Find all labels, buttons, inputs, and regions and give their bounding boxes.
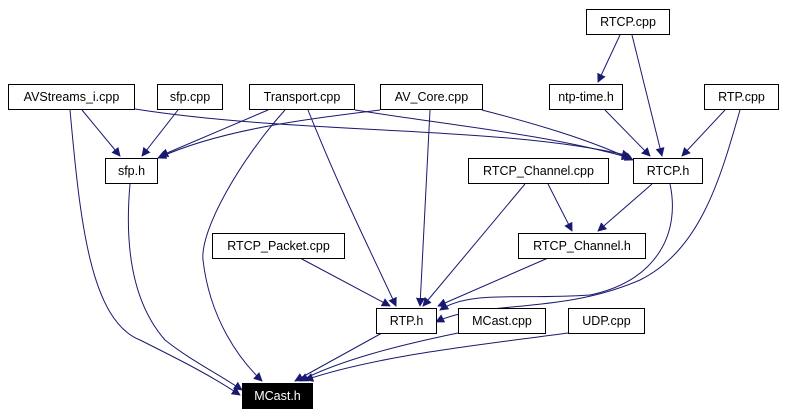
edge-av-core-cpp-to-rtcp-h bbox=[481, 109, 634, 161]
edge-av-core-cpp-to-sfp-h bbox=[157, 109, 381, 159]
edge-transport-cpp-to-mcast-h bbox=[202, 109, 286, 382]
node-udp-cpp[interactable]: UDP.cpp bbox=[568, 308, 645, 334]
node-rtcp-packet-cpp[interactable]: RTCP_Packet.cpp bbox=[212, 233, 345, 259]
edge-transport-cpp-to-rtp-h bbox=[307, 109, 397, 307]
edge-rtcp-cpp-to-ntp-time-h bbox=[597, 34, 621, 83]
edge-avstreams-i-cpp-to-rtcp-h bbox=[134, 108, 631, 159]
edge-sfp-cpp-to-sfp-h bbox=[141, 109, 179, 157]
node-rtcp-h[interactable]: RTCP.h bbox=[633, 158, 703, 184]
node-rtcp-channel-cpp[interactable]: RTCP_Channel.cpp bbox=[468, 158, 609, 184]
node-mcast-cpp[interactable]: MCast.cpp bbox=[458, 308, 546, 334]
edge-rtp-cpp-to-rtcp-h bbox=[681, 109, 726, 157]
edge-rtcp-packet-cpp-to-rtp-h bbox=[299, 257, 391, 307]
edge-rtcp-channel-h-to-rtp-h bbox=[437, 257, 549, 307]
edge-rtcp-h-to-rtp-h bbox=[439, 183, 673, 311]
node-av-core-cpp[interactable]: AV_Core.cpp bbox=[380, 84, 483, 110]
node-transport-cpp[interactable]: Transport.cpp bbox=[249, 84, 355, 110]
node-sfp-h[interactable]: sfp.h bbox=[105, 158, 158, 184]
edge-ntp-time-h-to-rtcp-h bbox=[604, 109, 651, 157]
node-ntp-time-h[interactable]: ntp-time.h bbox=[549, 84, 623, 110]
node-avstreams-i-cpp[interactable]: AVStreams_i.cpp bbox=[8, 84, 135, 110]
node-sfp-cpp[interactable]: sfp.cpp bbox=[157, 84, 223, 110]
node-rtcp-channel-h[interactable]: RTCP_Channel.h bbox=[518, 233, 646, 259]
edge-av-core-cpp-to-rtp-h bbox=[415, 109, 431, 307]
edge-udp-cpp-to-mcast-h bbox=[304, 332, 569, 382]
edge-rtp-h-to-mcast-h bbox=[294, 332, 383, 382]
node-rtcp-cpp[interactable]: RTCP.cpp bbox=[586, 9, 670, 35]
node-mcast-h[interactable]: MCast.h bbox=[242, 383, 313, 409]
edge-avstreams-i-cpp-to-mcast-h bbox=[69, 109, 241, 396]
edge-rtcp-channel-cpp-to-rtp-h bbox=[422, 183, 526, 307]
edge-rtcp-channel-cpp-to-rtcp-channel-h bbox=[547, 183, 573, 232]
node-rtp-cpp[interactable]: RTP.cpp bbox=[704, 84, 779, 110]
node-rtp-h[interactable]: RTP.h bbox=[376, 308, 437, 334]
edge-rtcp-h-to-rtcp-channel-h bbox=[597, 183, 653, 232]
edge-avstreams-i-cpp-to-sfp-h bbox=[81, 109, 121, 157]
edge-sfp-h-to-mcast-h bbox=[127, 183, 243, 391]
edge-rtcp-cpp-to-rtcp-h bbox=[631, 34, 665, 157]
edge-mcast-cpp-to-mcast-h bbox=[299, 332, 459, 382]
edge-transport-cpp-to-rtcp-h bbox=[354, 109, 631, 161]
edge-transport-cpp-to-sfp-h bbox=[159, 109, 269, 157]
